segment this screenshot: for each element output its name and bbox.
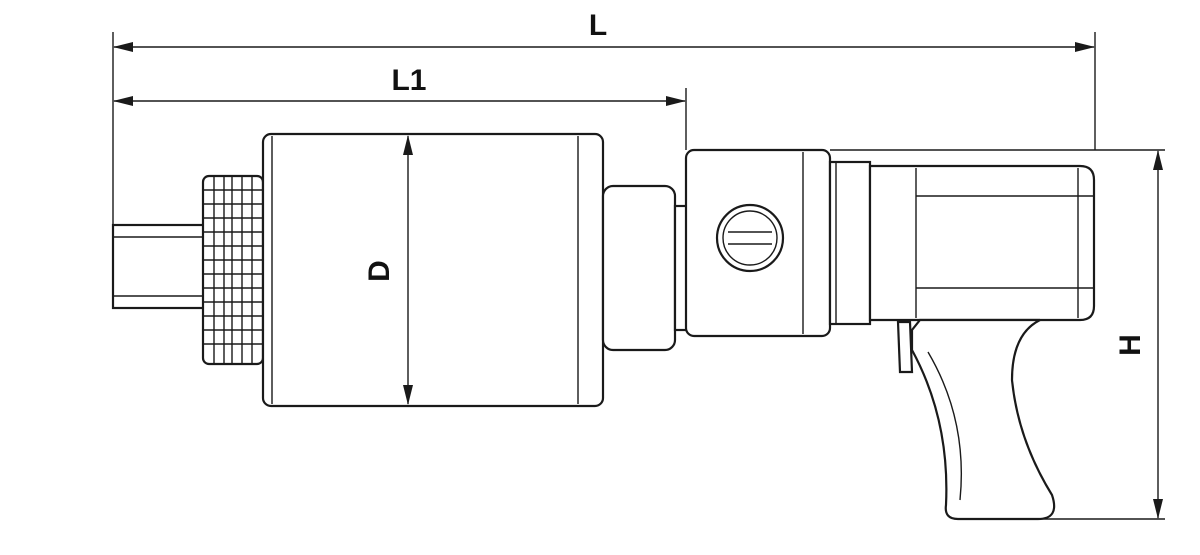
pistol-grip — [910, 318, 1056, 521]
square-drive — [111, 223, 207, 310]
dimension-h: H — [1114, 150, 1163, 519]
dimension-h-label: H — [1114, 334, 1147, 356]
direction-knob-icon — [715, 203, 785, 273]
trigger — [896, 320, 914, 374]
coupling-ring — [828, 160, 872, 326]
motor-barrel — [868, 164, 1096, 322]
neck-collar — [601, 184, 689, 352]
dimension-l1: L1 — [113, 64, 686, 106]
spline-ring — [201, 174, 265, 366]
dimension-l: L — [113, 9, 1095, 52]
dimension-d-label: D — [363, 260, 396, 282]
dimension-l1-label: L1 — [391, 64, 426, 97]
gearbox-cylinder — [261, 132, 605, 408]
dimension-l-label: L — [589, 9, 607, 42]
dimension-d: D — [363, 135, 413, 405]
